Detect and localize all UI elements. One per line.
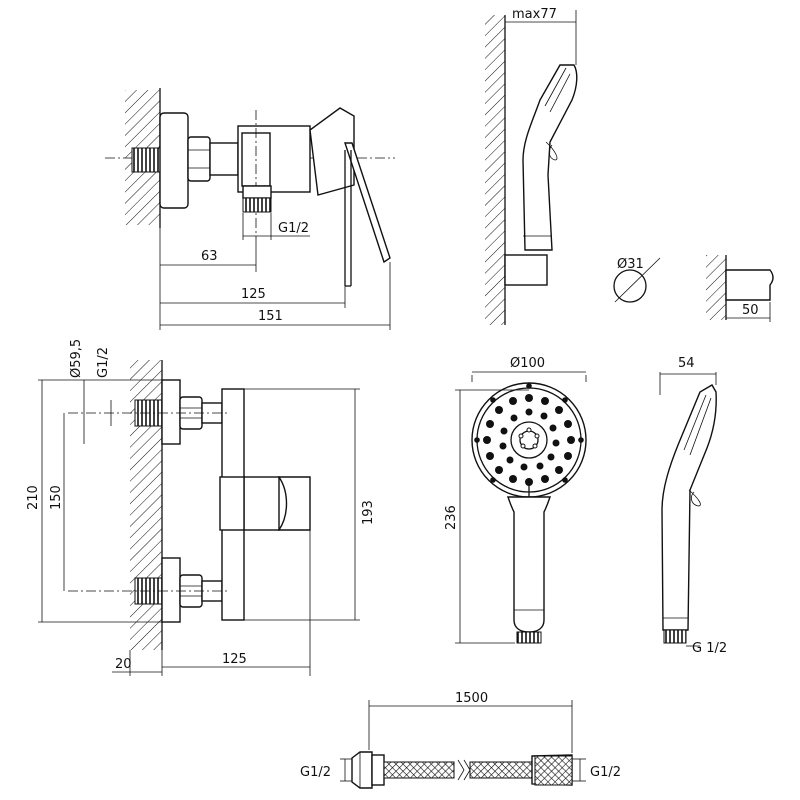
shower-hose: 1500 G1/2 G1/2: [300, 691, 621, 789]
head-on-holder-view: max77: [485, 7, 578, 325]
hose-length-label: 1500: [455, 691, 488, 706]
holder-diameter-view: Ø31: [613, 257, 661, 303]
dim-150: 150: [49, 485, 64, 510]
head-diameter-label: Ø100: [510, 356, 545, 371]
holder-diameter-label: Ø31: [617, 257, 644, 272]
dim-20: 20: [115, 657, 132, 672]
dim-151: 151: [258, 309, 283, 324]
mixer-side-view: G1/2 63 125 151: [105, 88, 395, 330]
mixer-front-view: 210 150 Ø59,5 G1/2 193 20 125: [26, 339, 376, 676]
max-depth-label: max77: [512, 7, 557, 22]
dim-210: 210: [26, 485, 41, 510]
dim-63: 63: [201, 249, 218, 264]
shower-head-front-view: Ø100 236: [444, 356, 587, 644]
spray-nozzles: [474, 383, 584, 486]
shower-head-side-view: 54 G 1/2: [659, 356, 727, 656]
head-thread-label: G 1/2: [692, 641, 727, 656]
holder-side-view: 50: [706, 255, 774, 322]
dim-front-g12: G1/2: [96, 347, 111, 378]
dim-d59: Ø59,5: [69, 339, 84, 378]
hose-thread-right-label: G1/2: [590, 765, 621, 780]
hose-thread-left-label: G1/2: [300, 765, 331, 780]
dim-193: 193: [361, 500, 376, 525]
dim-front-125: 125: [222, 652, 247, 667]
dim-125: 125: [241, 287, 266, 302]
side-thread-label: G1/2: [278, 221, 309, 236]
head-depth-label: 54: [678, 356, 695, 371]
holder-depth-label: 50: [742, 303, 759, 318]
head-length-label: 236: [444, 505, 459, 530]
